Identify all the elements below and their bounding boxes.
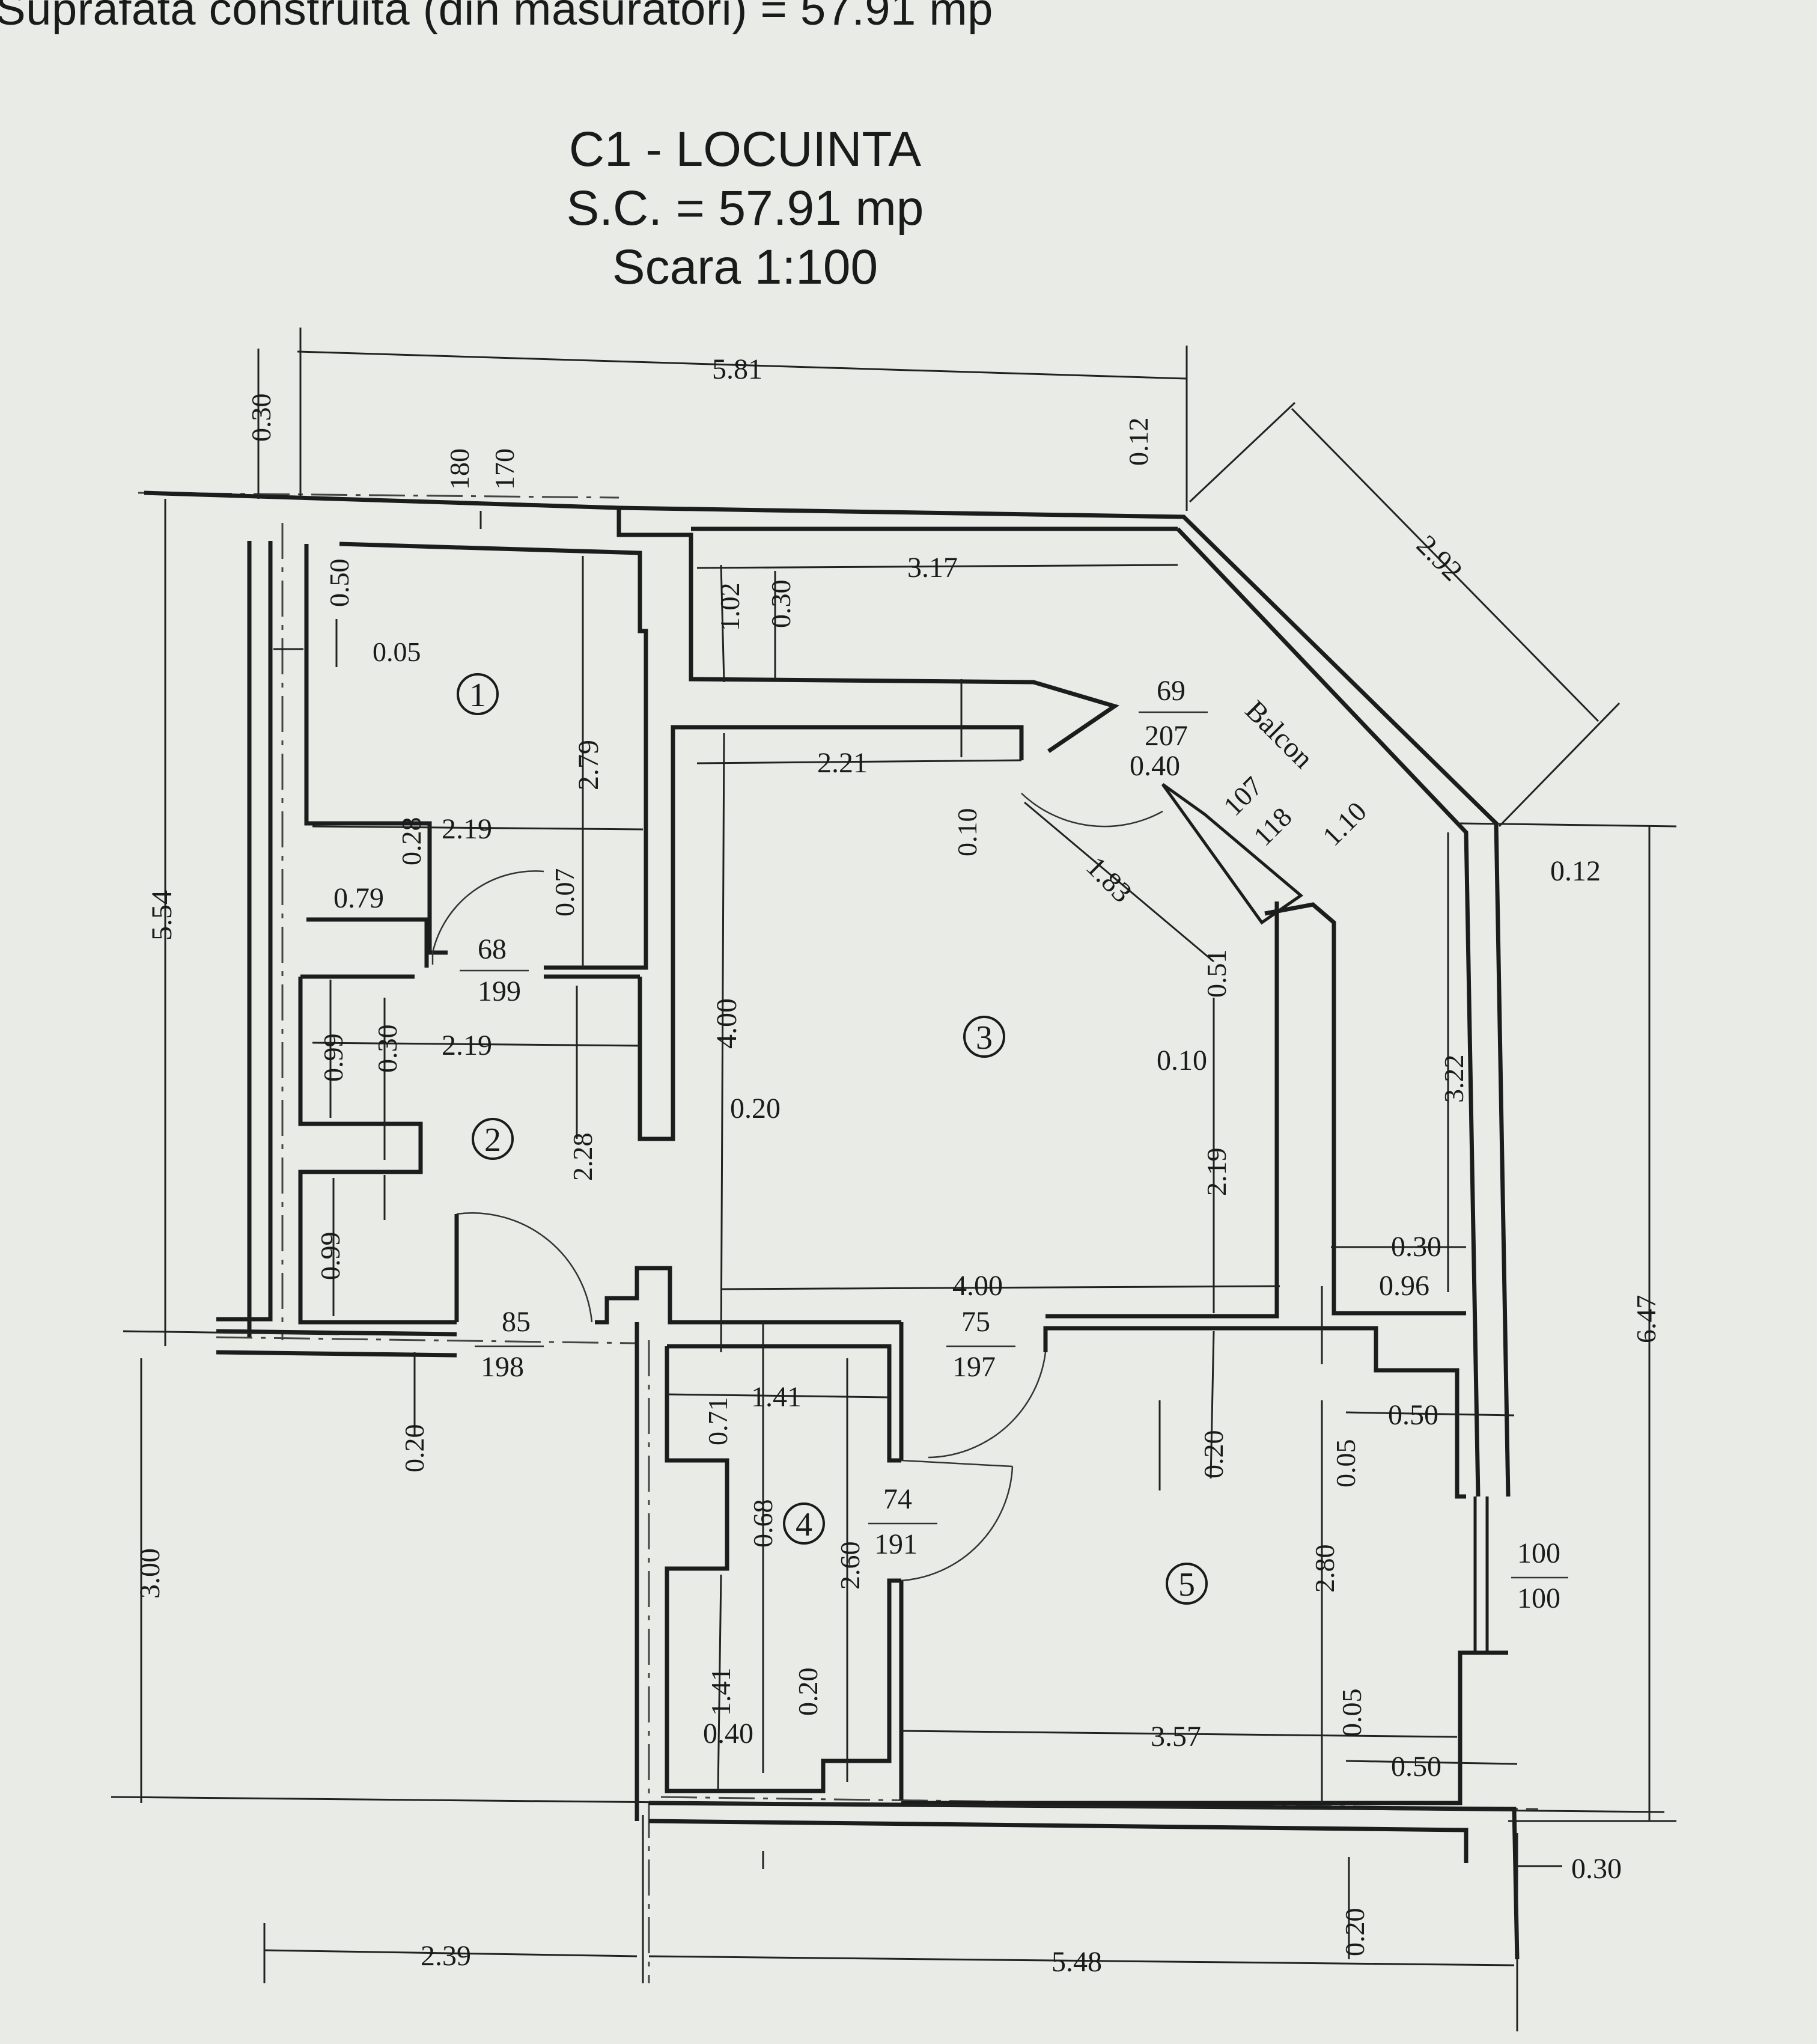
dim-2-19-b: 2.19 <box>442 1030 492 1061</box>
dim-191: 191 <box>874 1528 918 1560</box>
dim-5-48: 5.48 <box>1052 1946 1102 1978</box>
dim-0-50-c: 0.50 <box>1391 1751 1441 1783</box>
dim-3-22: 3.22 <box>1438 1055 1469 1103</box>
dim-118: 118 <box>1247 801 1298 852</box>
dim-0-12-right: 0.12 <box>1550 855 1601 887</box>
title-block: C1 - LOCUINTA S.C. = 57.91 mp Scara 1:10… <box>529 120 961 297</box>
room-5-walls <box>901 1326 1508 1805</box>
dimension-labels: 5.81 0.30 0.12 2.92 180 170 0.50 0.05 3.… <box>134 353 1661 1978</box>
surface-summary-line: Suprafata construita (din masuratori) = … <box>0 0 993 35</box>
door-swings <box>431 793 1163 1582</box>
room-3-walls <box>689 535 1466 1319</box>
dim-0-50-a: 0.50 <box>324 559 355 608</box>
dim-0-05-b: 0.05 <box>1330 1439 1361 1488</box>
dim-4-00-v: 4.00 <box>711 998 743 1049</box>
dim-107: 107 <box>1217 770 1268 822</box>
balcony-door <box>1161 783 1304 925</box>
room-1-walls <box>304 542 648 979</box>
dim-0-96: 0.96 <box>1379 1270 1429 1302</box>
dim-197: 197 <box>952 1351 996 1383</box>
dim-0-10-a: 0.10 <box>952 808 982 857</box>
dim-0-99-b: 0.99 <box>315 1232 345 1281</box>
dim-3-17: 3.17 <box>907 552 958 584</box>
dim-0-20-d: 0.20 <box>793 1668 823 1716</box>
dim-6-47: 6.47 <box>1631 1295 1661 1344</box>
dim-2-21: 2.21 <box>817 747 868 779</box>
room-2-walls <box>298 725 1024 1325</box>
room-numbers: 1 2 3 4 5 <box>457 673 1208 1605</box>
dim-2-60: 2.60 <box>835 1542 865 1590</box>
dim-0-12-top: 0.12 <box>1123 418 1154 466</box>
dim-1-41-b: 1.41 <box>705 1668 736 1716</box>
room-number-2: 2 <box>484 1121 501 1159</box>
dim-2-79: 2.79 <box>573 740 604 790</box>
dim-4-00-h: 4.00 <box>952 1270 1003 1302</box>
dim-3-57: 3.57 <box>1151 1721 1201 1753</box>
dim-0-05-c: 0.05 <box>1336 1689 1367 1737</box>
dim-170: 170 <box>489 448 520 490</box>
dim-85: 85 <box>502 1306 531 1338</box>
dim-0-50-b: 0.50 <box>1388 1399 1438 1431</box>
room-number-1: 1 <box>469 677 486 714</box>
dim-68: 68 <box>478 933 507 965</box>
plan-title: C1 - LOCUINTA <box>568 122 922 177</box>
built-surface: S.C. = 57.91 mp <box>566 181 924 236</box>
dim-2-28: 2.28 <box>567 1133 598 1182</box>
dim-2-19-a: 2.19 <box>442 813 492 845</box>
dim-0-51: 0.51 <box>1201 950 1232 998</box>
dim-75: 75 <box>961 1306 990 1338</box>
dim-100-a: 100 <box>1517 1537 1560 1569</box>
dim-0-30-c: 0.30 <box>372 1025 403 1073</box>
dim-0-40-b: 0.40 <box>703 1718 753 1750</box>
dim-1-41-a: 1.41 <box>751 1381 802 1413</box>
exterior-walls <box>144 490 1520 1960</box>
dim-0-28: 0.28 <box>396 817 427 866</box>
dim-5-81: 5.81 <box>712 353 762 385</box>
room-number-3: 3 <box>976 1019 993 1057</box>
dim-0-07: 0.07 <box>549 868 580 917</box>
dim-1-02: 1.02 <box>714 583 745 632</box>
room-number-5: 5 <box>1178 1566 1195 1603</box>
dim-1-83: 1.83 <box>1080 850 1138 909</box>
room-number-4: 4 <box>796 1506 812 1543</box>
dim-0-79: 0.79 <box>333 882 384 914</box>
dim-74: 74 <box>883 1483 912 1515</box>
dim-0-05-a: 0.05 <box>373 636 421 667</box>
dim-3-00: 3.00 <box>134 1548 166 1599</box>
dim-0-30-top: 0.30 <box>246 394 276 442</box>
dim-5-54: 5.54 <box>146 890 178 941</box>
scale-label: Scara 1:100 <box>612 240 878 294</box>
dim-0-40-a: 0.40 <box>1130 750 1180 782</box>
dim-100-b: 100 <box>1517 1582 1560 1614</box>
dim-0-30-b: 0.30 <box>765 580 796 629</box>
dim-0-99-a: 0.99 <box>318 1034 348 1082</box>
dim-0-68: 0.68 <box>747 1499 778 1548</box>
dim-0-10-b: 0.10 <box>1157 1045 1207 1076</box>
dim-0-30-e: 0.30 <box>1571 1853 1622 1885</box>
dim-0-20-b: 0.20 <box>399 1424 430 1473</box>
dim-2-80: 2.80 <box>1309 1545 1340 1593</box>
dimension-lines <box>111 328 1677 2031</box>
dim-0-30-d: 0.30 <box>1391 1231 1441 1263</box>
dim-2-19-c: 2.19 <box>1201 1148 1232 1197</box>
dim-199: 199 <box>478 975 521 1007</box>
dim-0-71: 0.71 <box>702 1397 733 1446</box>
dim-180: 180 <box>444 448 475 490</box>
dim-1-10: 1.10 <box>1316 796 1372 852</box>
dim-0-20-c: 0.20 <box>1198 1430 1229 1479</box>
dim-2-39: 2.39 <box>421 1940 471 1972</box>
balcony-label: Balcon <box>1239 694 1319 775</box>
dim-198: 198 <box>481 1351 524 1383</box>
dim-0-20-e: 0.20 <box>1339 1908 1370 1957</box>
dim-207: 207 <box>1145 720 1188 752</box>
dim-69: 69 <box>1157 675 1185 707</box>
dim-0-20-a: 0.20 <box>730 1093 781 1124</box>
room-4-walls <box>635 1322 904 1821</box>
